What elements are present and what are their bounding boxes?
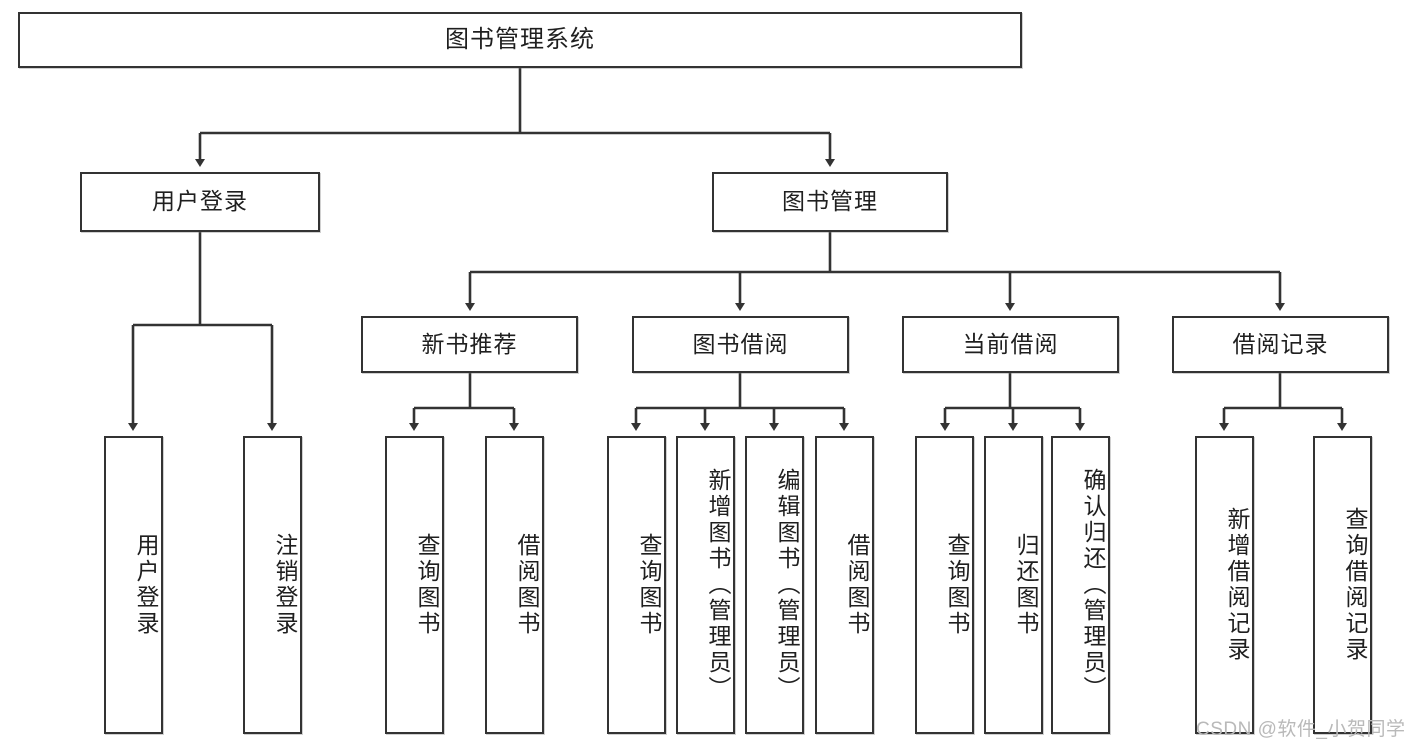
node-book-borrow[interactable]: 图书借阅 bbox=[632, 316, 849, 373]
node-label: 借阅记录 bbox=[1232, 330, 1329, 357]
leaf-recommend-borrow-book[interactable]: 借阅图书 bbox=[485, 436, 544, 734]
leaf-record-query-record[interactable]: 查询借阅记录 bbox=[1313, 436, 1372, 734]
node-label: 新增借阅记录 bbox=[1224, 507, 1250, 663]
node-label: 借阅图书 bbox=[844, 533, 870, 637]
node-label: 用户登录 bbox=[152, 188, 248, 215]
node-label: 新书推荐 bbox=[421, 330, 518, 357]
node-label: 确认归还（管理员） bbox=[1080, 468, 1106, 702]
node-book-management[interactable]: 图书管理 bbox=[712, 172, 948, 232]
leaf-current-return-book[interactable]: 归还图书 bbox=[984, 436, 1043, 734]
node-new-book-recommend[interactable]: 新书推荐 bbox=[361, 316, 578, 373]
node-label: 借阅图书 bbox=[514, 533, 540, 637]
leaf-record-add-record[interactable]: 新增借阅记录 bbox=[1195, 436, 1254, 734]
csdn-watermark: CSDN @软件_小贺同学 bbox=[1196, 719, 1405, 740]
leaf-current-query-book[interactable]: 查询图书 bbox=[915, 436, 974, 734]
node-label: 查询图书 bbox=[944, 533, 970, 637]
node-borrow-record[interactable]: 借阅记录 bbox=[1172, 316, 1389, 373]
leaf-user-login-signin[interactable]: 用户登录 bbox=[104, 436, 163, 734]
node-label: 图书借阅 bbox=[692, 330, 789, 357]
leaf-current-confirm-return-admin[interactable]: 确认归还（管理员） bbox=[1051, 436, 1110, 734]
node-root-system[interactable]: 图书管理系统 bbox=[18, 12, 1022, 68]
leaf-borrow-add-book-admin[interactable]: 新增图书（管理员） bbox=[676, 436, 735, 734]
node-label: 查询图书 bbox=[414, 533, 440, 637]
node-label: 查询图书 bbox=[636, 533, 662, 637]
node-label: 当前借阅 bbox=[962, 330, 1059, 357]
node-label: 图书管理 bbox=[782, 188, 878, 215]
node-label: 注销登录 bbox=[272, 533, 298, 637]
node-label: 编辑图书（管理员） bbox=[774, 468, 800, 702]
node-label: 查询借阅记录 bbox=[1342, 507, 1368, 663]
leaf-borrow-edit-book-admin[interactable]: 编辑图书（管理员） bbox=[745, 436, 804, 734]
node-label: 新增图书（管理员） bbox=[705, 468, 731, 702]
leaf-borrow-borrow-book[interactable]: 借阅图书 bbox=[815, 436, 874, 734]
leaf-user-login-signout[interactable]: 注销登录 bbox=[243, 436, 302, 734]
leaf-recommend-query-book[interactable]: 查询图书 bbox=[385, 436, 444, 734]
leaf-borrow-query-book[interactable]: 查询图书 bbox=[607, 436, 666, 734]
node-user-login[interactable]: 用户登录 bbox=[80, 172, 320, 232]
node-label: 用户登录 bbox=[133, 533, 159, 637]
node-label: 图书管理系统 bbox=[445, 25, 595, 53]
node-current-borrow[interactable]: 当前借阅 bbox=[902, 316, 1119, 373]
node-label: 归还图书 bbox=[1013, 533, 1039, 637]
